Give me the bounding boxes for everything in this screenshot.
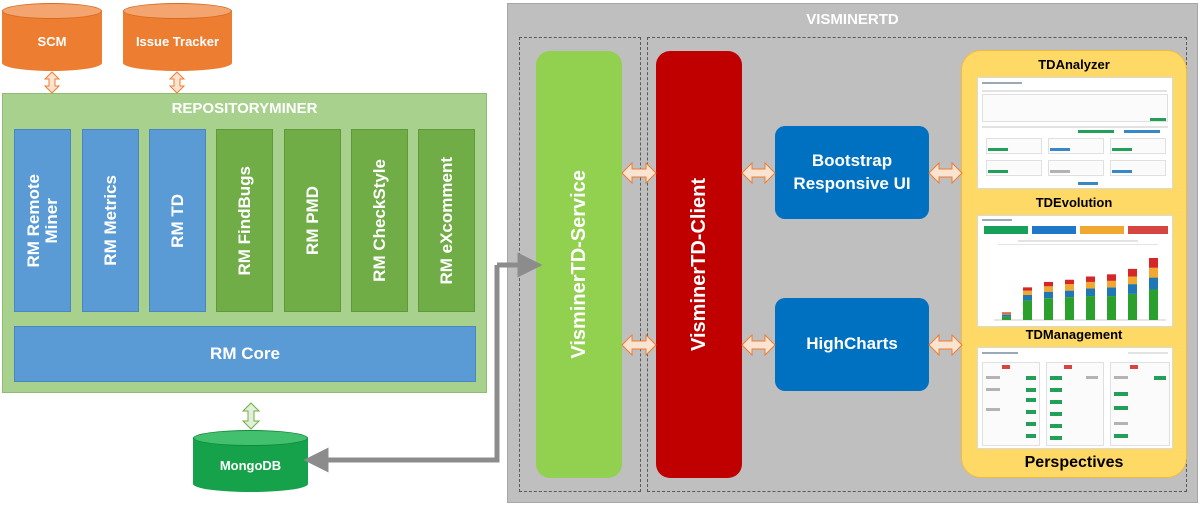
visminertd-service: VisminerTD-Service [536,51,622,478]
tdevolution-screenshot [977,215,1173,327]
evolution-bar-segment [1023,290,1032,295]
tdmanagement-screenshot [977,347,1173,449]
evolution-bar-segment [1107,280,1116,288]
evolution-bar-segment [1086,296,1095,320]
module-rm-pmd: RM PMD [284,129,341,312]
client-label: VisminerTD-Client [687,178,710,351]
evolution-bar-segment [1044,286,1053,292]
repositoryminer-container: REPOSITORYMINER RM Remote Miner RM Metri… [2,93,487,393]
issue-tracker-label: Issue Tracker [135,33,220,49]
module-rm-checkstyle: RM CheckStyle [351,129,408,312]
module-rm-td: RM TD [149,129,206,312]
repositoryminer-title: REPOSITORYMINER [171,100,318,117]
scm-label: SCM [37,33,67,49]
evolution-bar-segment [1065,279,1074,285]
issue-tracker-database: Issue Tracker [123,3,232,71]
tdanalyzer-screenshot [977,77,1173,189]
double-arrow-mongodb [241,402,261,430]
evolution-bar-segment [1065,290,1074,298]
evolution-bar-segment [1149,277,1158,290]
perspectives-panel: TDAnalyzer TDEvolution [961,50,1187,478]
service-label: VisminerTD-Service [567,170,590,359]
evolution-bar-segment [1002,316,1011,320]
evolution-bar-segment [1002,314,1011,317]
mongodb-database: MongoDB [193,430,308,492]
evolution-bar-segment [1086,276,1095,282]
double-arrow-scm [43,71,61,94]
module-label: RM PMD [302,186,322,255]
mongodb-label: MongoDB [219,457,282,473]
evolution-bar-segment [1128,276,1137,285]
highcharts-block: HighCharts [775,298,929,391]
evolution-bar-segment [1149,289,1158,320]
evolution-bar-segment [1086,281,1095,289]
tdevolution-chart [994,258,1166,321]
module-label: RM FindBugs [234,165,254,276]
module-label: RM eXcomment [436,156,456,285]
evolution-bar-segment [1128,293,1137,320]
evolution-bar-segment [1044,281,1053,287]
evolution-bar-segment [1023,294,1032,301]
module-label: RM TD [167,193,187,248]
module-rm-remote-miner: RM Remote Miner [14,129,71,312]
evolution-bar-segment [1002,312,1011,314]
double-arrow-issue-tracker [168,71,186,94]
tdmanagement-title: TDManagement [1025,327,1123,342]
evolution-bar-segment [1065,297,1074,320]
evolution-bar-segment [1107,287,1116,297]
evolution-bar-segment [1128,268,1137,277]
tdevolution-bars [1002,258,1158,320]
evolution-bar-segment [1107,274,1116,281]
module-label: RM Metrics [100,175,120,266]
evolution-bar-segment [1149,258,1158,268]
evolution-bar-segment [1149,267,1158,278]
visminertd-title: VISMINERTD [806,11,899,28]
scm-database: SCM [2,3,102,71]
tdanalyzer-title: TDAnalyzer [1038,57,1110,72]
module-label: RM CheckStyle [369,159,389,282]
evolution-bar-segment [1086,288,1095,297]
evolution-bar-segment [1107,296,1116,320]
module-rm-findbugs: RM FindBugs [216,129,273,312]
evolution-bar-segment [1023,300,1032,320]
rm-core-block: RM Core [14,326,476,382]
evolution-bar-segment [1128,284,1137,294]
module-rm-metrics: RM Metrics [82,129,139,312]
visminertd-client: VisminerTD-Client [656,51,742,478]
bootstrap-responsive-ui: Bootstrap Responsive UI [775,126,929,219]
evolution-bar-segment [1002,313,1011,315]
evolution-bar-segment [1044,291,1053,299]
module-label: RM Remote Miner [23,173,61,268]
perspectives-label: Perspectives [1024,454,1124,471]
module-rm-excomment: RM eXcomment [418,129,475,312]
tdevolution-title: TDEvolution [1035,195,1113,210]
evolution-bar-segment [1065,284,1074,291]
evolution-bar-segment [1044,298,1053,320]
evolution-bar-segment [1023,287,1032,291]
